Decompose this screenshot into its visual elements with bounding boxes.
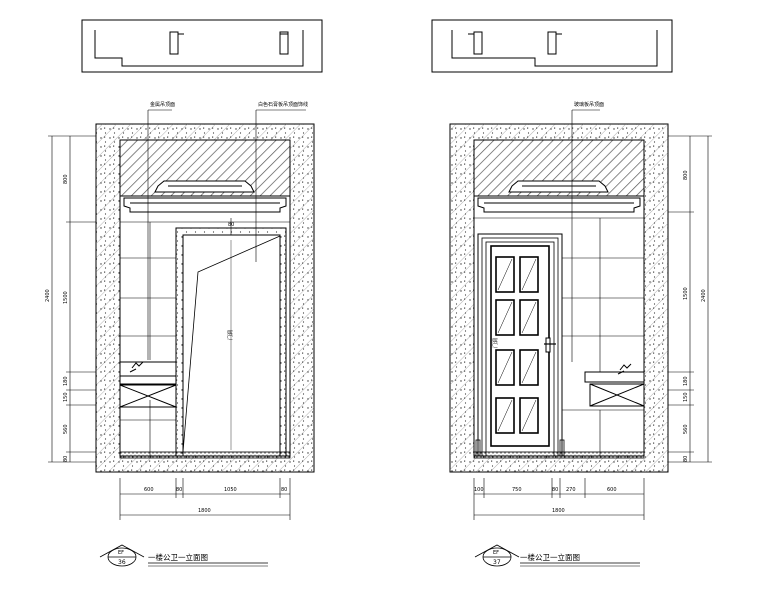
left-elevation: 门洞 80 金属吊顶面 白色石膏板吊顶面饰线 2400 — [45, 19, 323, 567]
left-dim-h1: 80 — [176, 487, 182, 493]
right-title-block: EF 37 一楼公卫一立面图 — [474, 544, 640, 567]
left-door-top-dim: 80 — [228, 222, 234, 228]
left-dim-v5: 80 — [63, 456, 69, 462]
left-title-block: EF 36 一楼公卫一立面图 — [99, 544, 268, 567]
right-panel-door: 门洞 — [475, 233, 565, 457]
left-horizontal-dimensions — [119, 478, 291, 520]
right-callouts: 玻璃板吊顶面 — [571, 101, 604, 362]
left-crown-molding — [123, 180, 287, 213]
left-dim-overall: 2400 — [45, 289, 51, 302]
right-dim-overall: 2400 — [701, 289, 707, 302]
right-dim-h3: 270 — [566, 487, 576, 493]
left-callouts: 金属吊顶面 白色石膏板吊顶面饰线 — [147, 101, 308, 360]
right-plan-strip — [431, 19, 673, 73]
right-title-ref: EF — [493, 550, 499, 556]
right-dim-h1: 750 — [512, 487, 522, 493]
right-dim-v4: 560 — [683, 424, 689, 434]
right-callout-ceiling: 玻璃板吊顶面 — [574, 101, 604, 108]
left-callout-ceiling: 金属吊顶面 — [150, 101, 175, 108]
left-door-label: 门洞 — [227, 330, 234, 340]
left-callout-trim: 白色石膏板吊顶面饰线 — [258, 101, 308, 108]
left-title-ref: EF — [118, 550, 124, 556]
right-dim-total: 1800 — [552, 508, 565, 514]
right-dim-v5: 80 — [683, 456, 689, 462]
right-horizontal-dimensions — [473, 478, 645, 520]
left-dim-v3: 150 — [63, 392, 69, 402]
right-dim-h0: 100 — [474, 487, 484, 493]
left-horizontal-dim-labels: 600 80 1050 80 1800 — [144, 487, 287, 514]
left-dim-v0: 800 — [63, 174, 69, 184]
right-dim-v2: 180 — [683, 376, 689, 386]
right-dim-v0: 800 — [683, 170, 689, 180]
left-vertical-dimensions — [48, 135, 96, 463]
right-crown-molding — [477, 180, 641, 213]
right-dim-h4: 600 — [607, 487, 617, 493]
right-dim-h2: 80 — [552, 487, 558, 493]
door-handle — [545, 337, 551, 353]
left-title-number: 36 — [118, 559, 126, 566]
right-dim-v3: 150 — [683, 392, 689, 402]
left-dim-h3: 80 — [281, 487, 287, 493]
left-floor — [119, 451, 291, 459]
right-horizontal-dim-labels: 100 750 80 270 600 1800 — [474, 487, 617, 514]
right-wall-tiles — [474, 217, 644, 456]
left-dim-total: 1800 — [198, 508, 211, 514]
left-plan-strip — [81, 19, 323, 73]
right-vertical-dimensions — [668, 135, 712, 463]
right-title-number: 37 — [493, 559, 501, 566]
left-dim-h2: 1050 — [224, 487, 237, 493]
left-title-text: 一楼公卫一立面图 — [148, 552, 208, 562]
left-dim-v2: 180 — [63, 376, 69, 386]
right-door-label: 门洞 — [492, 338, 499, 348]
left-vertical-dim-labels: 2400 800 1500 180 150 560 80 — [45, 174, 69, 462]
left-dim-v1: 1500 — [63, 291, 69, 304]
right-elevation: 门洞 玻璃板吊顶面 800 1500 180 150 — [431, 19, 712, 567]
right-vertical-dim-labels: 800 1500 180 150 560 80 2400 — [683, 170, 707, 462]
right-floor — [473, 451, 645, 459]
right-title-text: 一楼公卫一立面图 — [520, 552, 580, 562]
right-vanity — [584, 363, 645, 407]
left-dim-v4: 560 — [63, 424, 69, 434]
left-dim-h0: 600 — [144, 487, 154, 493]
left-vanity — [119, 361, 177, 408]
right-dim-v1: 1500 — [683, 287, 689, 300]
